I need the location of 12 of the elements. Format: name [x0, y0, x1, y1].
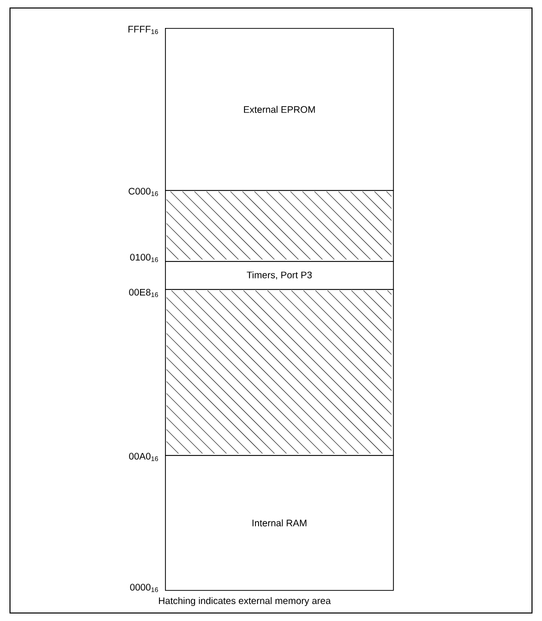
address-label: FFFF$_{16}$	[128, 26, 158, 34]
address-label: C000$_{16}$	[128, 188, 158, 196]
address-label: 0000$_{16}$	[130, 584, 158, 592]
address-label: 0100$_{16}$	[130, 254, 158, 262]
hatched-region	[165, 190, 394, 262]
caption: Hatching indicates external memory area	[158, 597, 331, 606]
address-label: 00A0$_{16}$	[129, 452, 158, 462]
hatched-region	[165, 289, 394, 456]
memory-region: Timers, Port P3	[165, 261, 394, 290]
memory-region: External EPROM	[165, 28, 394, 191]
memory-region: Internal RAM	[165, 455, 394, 591]
address-label: 00E8$_{16}$	[129, 288, 158, 298]
